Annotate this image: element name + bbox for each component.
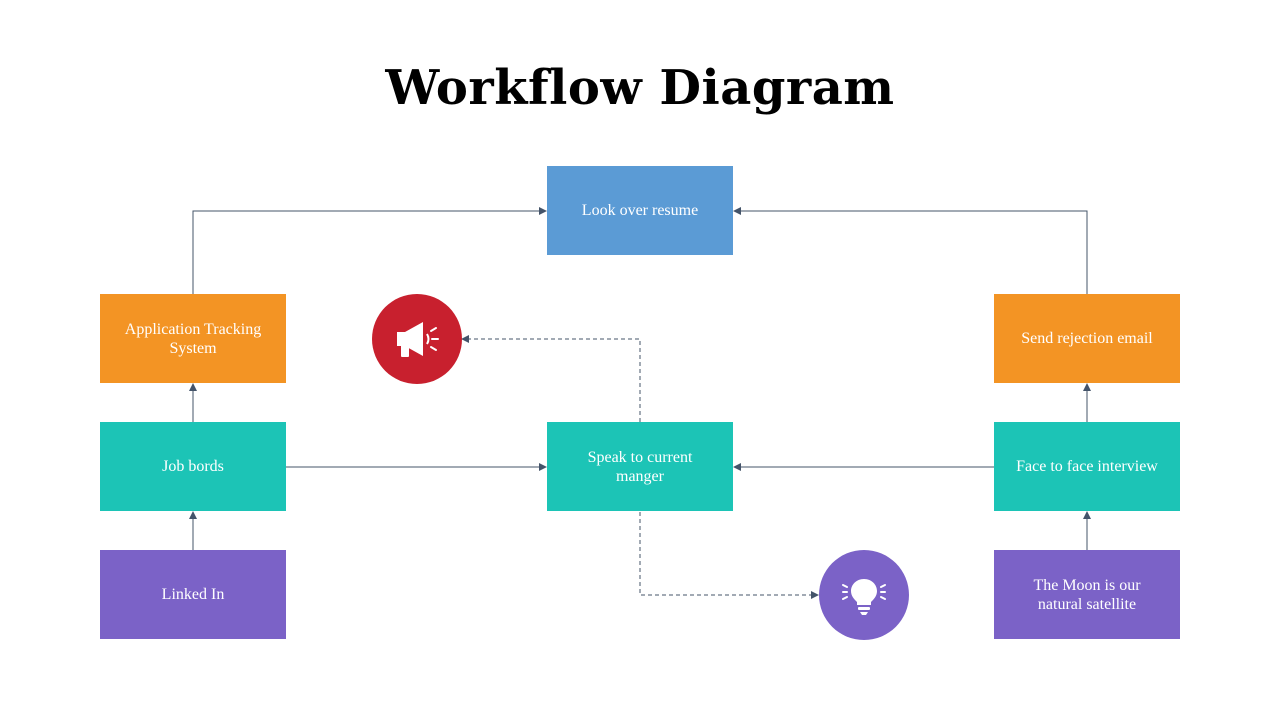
node-label: Look over resume bbox=[581, 202, 699, 219]
node-label: Face to face interview bbox=[1016, 458, 1158, 475]
connector-rejection-to-resume bbox=[733, 207, 1088, 294]
node-speak-to-manager: Speak to current manger bbox=[547, 422, 733, 511]
node-label: Send rejection email bbox=[1021, 330, 1153, 347]
node-job-boards: Job bords bbox=[100, 422, 286, 511]
megaphone-circle bbox=[372, 294, 462, 384]
connector-manager-to-megaphone bbox=[461, 335, 641, 422]
connector-ats-to-resume bbox=[192, 207, 547, 294]
node-face-to-face-interview: Face to face interview bbox=[994, 422, 1180, 511]
node-label: Speak to current manger bbox=[587, 448, 693, 485]
node-moon-satellite: The Moon is our natural satellite bbox=[994, 550, 1180, 639]
node-application-tracking-system: Application Tracking System bbox=[100, 294, 286, 383]
node-send-rejection-email: Send rejection email bbox=[994, 294, 1180, 383]
node-look-over-resume: Look over resume bbox=[547, 166, 733, 255]
node-linked-in: Linked In bbox=[100, 550, 286, 639]
node-label: Application Tracking System bbox=[124, 320, 262, 357]
node-label: Linked In bbox=[161, 586, 225, 603]
lightbulb-circle bbox=[819, 550, 909, 640]
lightbulb-icon bbox=[842, 579, 886, 615]
node-label: Job bords bbox=[162, 458, 224, 475]
diagram-title: Workflow Diagram bbox=[385, 60, 895, 116]
node-label: The Moon is our natural satellite bbox=[1033, 576, 1141, 613]
connector-manager-to-lightbulb bbox=[639, 512, 819, 599]
megaphone-icon bbox=[397, 322, 439, 357]
